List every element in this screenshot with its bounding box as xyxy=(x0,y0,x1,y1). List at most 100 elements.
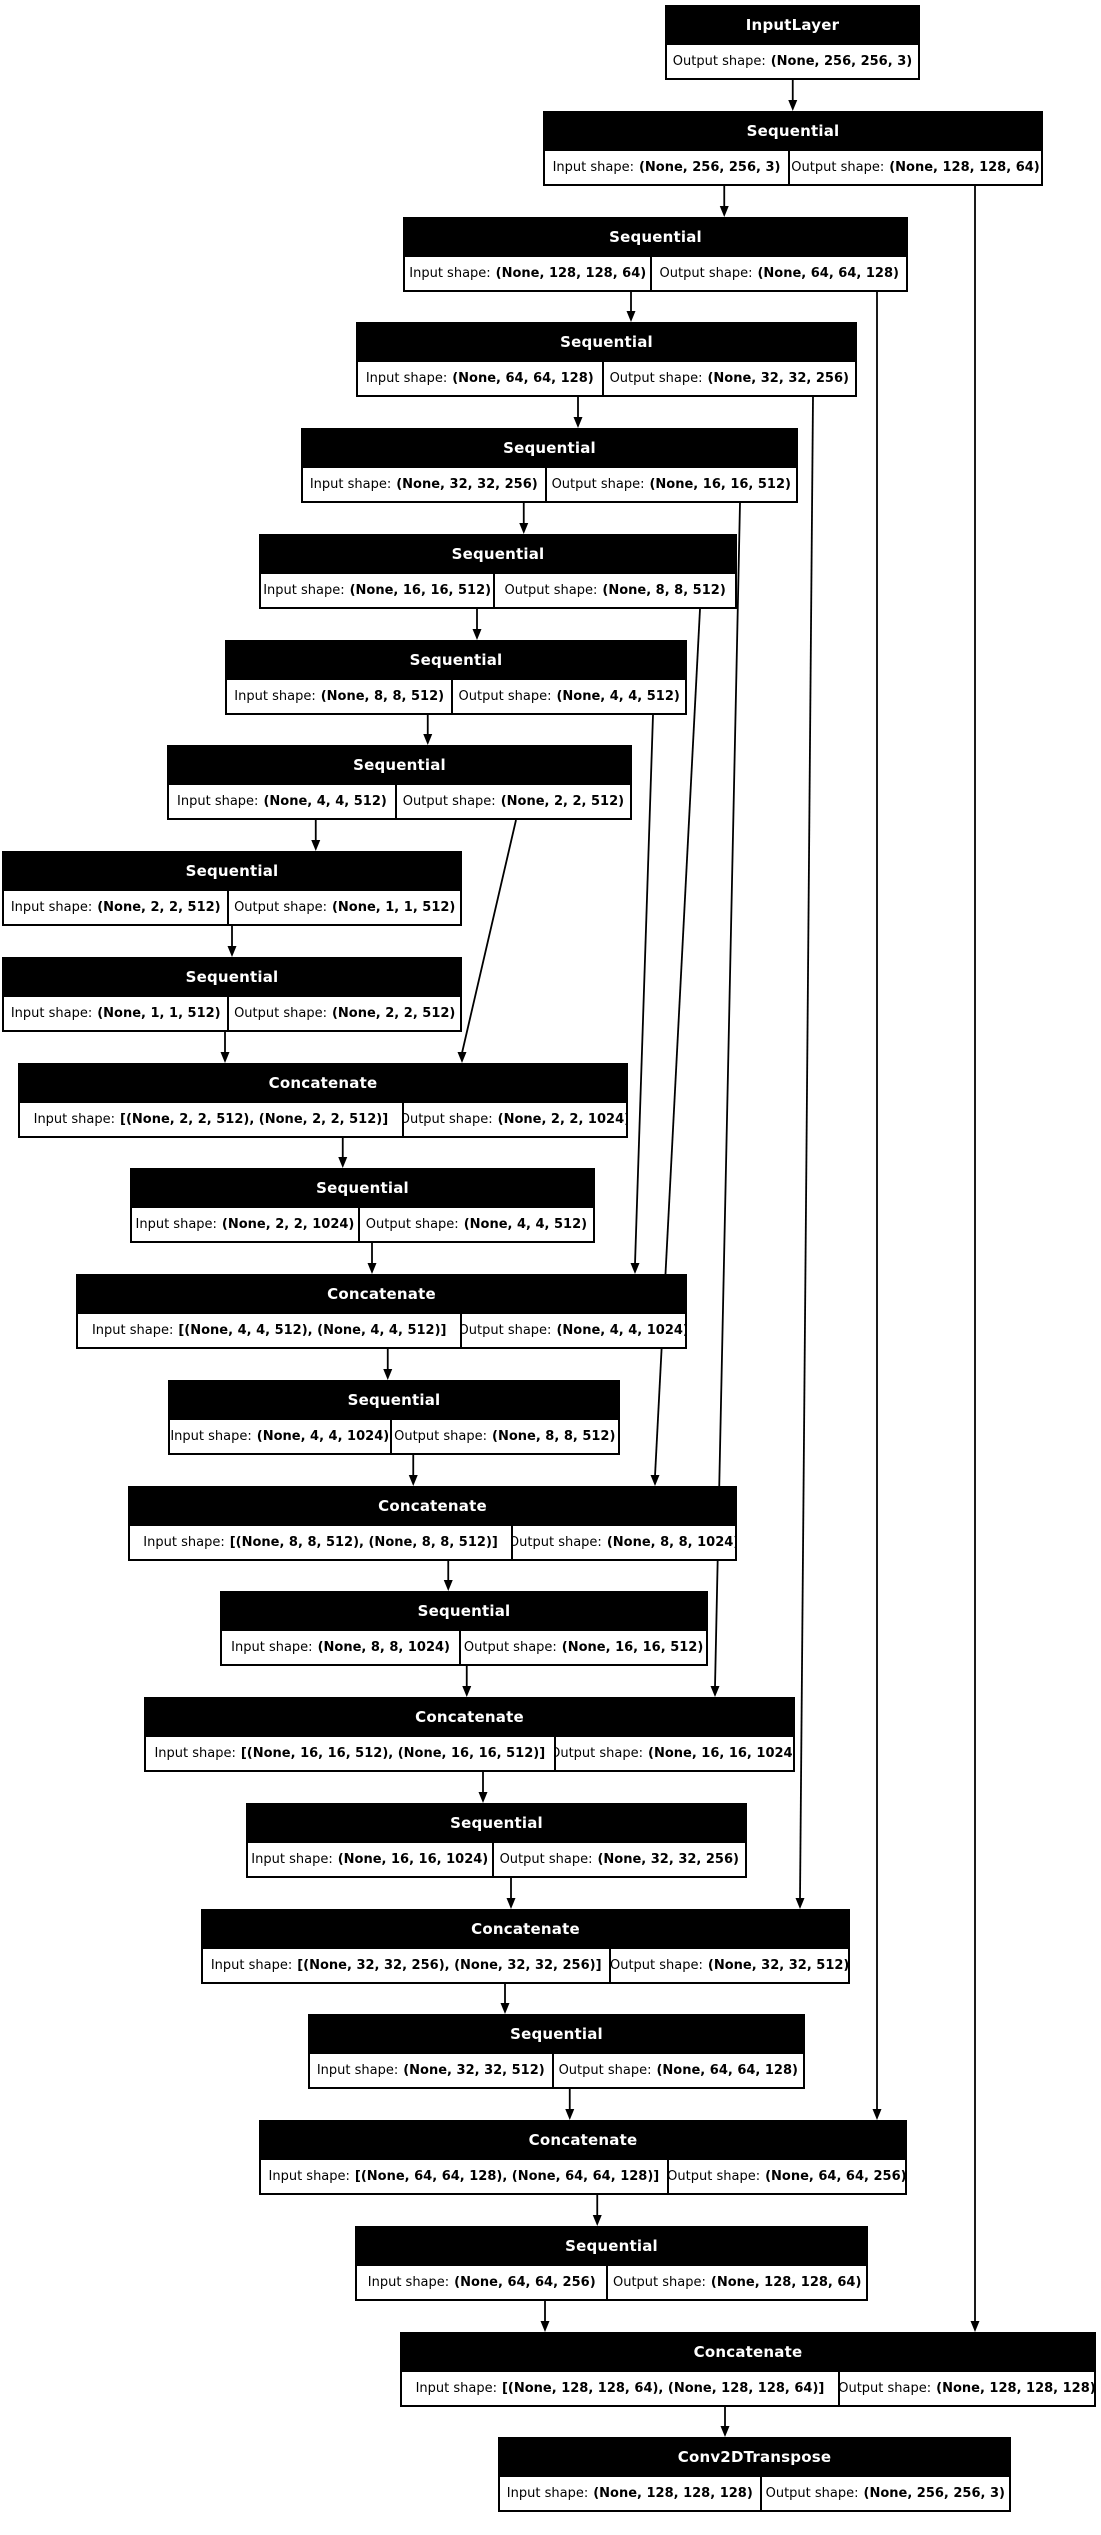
layer-shapes-row: Input shape: (None, 8, 8, 512) Output sh… xyxy=(227,678,685,713)
edge-main-7-8-arrowhead xyxy=(423,734,433,745)
input-shape-cell: Input shape: [(None, 16, 16, 512), (None… xyxy=(146,1737,554,1770)
layer-node-concatenate-23: Concatenate Input shape: [(None, 128, 12… xyxy=(400,2332,1096,2407)
output-shape-prefix: Output shape: xyxy=(504,583,598,598)
layer-type-label: Concatenate xyxy=(268,1074,378,1092)
edge-main-13-14-arrowhead xyxy=(383,1369,393,1380)
output-shape-cell: Output shape: (None, 8, 8, 512) xyxy=(493,574,735,607)
layer-shapes-row: Input shape: (None, 4, 4, 512) Output sh… xyxy=(169,783,630,818)
layer-shapes-row: Input shape: (None, 128, 128, 64) Output… xyxy=(405,255,906,290)
edge-skip-5-17-arrowhead xyxy=(710,1686,720,1697)
output-shape-cell: Output shape: (None, 128, 128, 64) xyxy=(788,151,1041,184)
input-shape-cell: Input shape: (None, 32, 32, 512) xyxy=(310,2054,552,2087)
input-shape-value: (None, 64, 64, 128) xyxy=(452,371,594,386)
layer-type-label: Sequential xyxy=(185,968,279,986)
input-shape-cell: Input shape: (None, 16, 16, 512) xyxy=(261,574,494,607)
input-shape-value: (None, 64, 64, 256) xyxy=(454,2275,596,2290)
output-shape-prefix: Output shape: xyxy=(659,266,753,281)
input-shape-cell: Input shape: (None, 128, 128, 128) xyxy=(500,2477,760,2510)
edge-main-4-5-arrowhead xyxy=(573,417,583,428)
edge-skip-7-13 xyxy=(634,714,654,1265)
edge-main-17-18-arrowhead xyxy=(478,1792,488,1803)
input-shape-prefix: Input shape: xyxy=(263,583,345,598)
output-shape-prefix: Output shape: xyxy=(791,160,885,175)
layer-node-sequential-8: Sequential Input shape: (None, 4, 4, 512… xyxy=(167,745,632,820)
output-shape-value: (None, 128, 128, 128) xyxy=(936,2381,1094,2396)
output-shape-prefix: Output shape: xyxy=(463,1640,557,1655)
input-shape-value: (None, 2, 2, 1024) xyxy=(221,1217,355,1232)
input-shape-prefix: Input shape: xyxy=(10,900,93,915)
layer-shapes-row: Input shape: [(None, 8, 8, 512), (None, … xyxy=(130,1524,735,1559)
output-shape-value: (None, 128, 128, 64) xyxy=(889,160,1040,175)
layer-shapes-row: Input shape: (None, 32, 32, 512) Output … xyxy=(310,2052,803,2087)
layer-node-sequential-20: Sequential Input shape: (None, 32, 32, 5… xyxy=(308,2014,805,2089)
output-shape-cell: Output shape: (None, 2, 2, 512) xyxy=(227,997,460,1030)
output-shape-prefix: Output shape: xyxy=(234,900,327,915)
input-shape-prefix: Input shape: xyxy=(210,1958,293,1973)
edge-skip-8-11 xyxy=(461,819,517,1054)
layer-node-sequential-3: Sequential Input shape: (None, 128, 128,… xyxy=(403,217,908,292)
layer-shapes-row: Input shape: (None, 2, 2, 512) Output sh… xyxy=(4,889,460,924)
layer-shapes-row: Input shape: [(None, 32, 32, 256), (None… xyxy=(203,1947,848,1982)
layer-node-inputlayer-1: InputLayer Output shape: (None, 256, 256… xyxy=(665,5,920,80)
input-shape-value: (None, 256, 256, 3) xyxy=(638,160,781,175)
input-shape-prefix: Input shape: xyxy=(316,2063,399,2078)
layer-type-label: Sequential xyxy=(185,862,279,880)
output-shape-value: (None, 4, 4, 512) xyxy=(463,1217,588,1232)
edge-main-21-22-arrowhead xyxy=(592,2215,602,2226)
output-shape-prefix: Output shape: xyxy=(511,1535,602,1550)
layer-type-label: Sequential xyxy=(347,1391,441,1409)
input-shape-value: (None, 16, 16, 1024) xyxy=(337,1852,489,1867)
output-shape-value: (None, 32, 32, 256) xyxy=(707,371,849,386)
output-shape-cell: Output shape: (None, 16, 16, 512) xyxy=(459,1631,706,1664)
layer-node-sequential-18: Sequential Input shape: (None, 16, 16, 1… xyxy=(246,1803,747,1878)
output-shape-prefix: Output shape: xyxy=(558,2063,652,2078)
output-shape-prefix: Output shape: xyxy=(551,477,645,492)
input-shape-prefix: Input shape: xyxy=(309,477,392,492)
edge-skip-2-23-arrowhead xyxy=(970,2321,980,2332)
output-shape-cell: Output shape: (None, 16, 16, 512) xyxy=(544,468,796,501)
input-shape-prefix: Input shape: xyxy=(143,1535,225,1550)
input-shape-prefix: Input shape: xyxy=(506,2486,589,2501)
layer-shapes-row: Input shape: (None, 128, 128, 128) Outpu… xyxy=(500,2475,1009,2510)
input-shape-value: (None, 32, 32, 256) xyxy=(396,477,538,492)
input-shape-cell: Input shape: (None, 2, 2, 1024) xyxy=(132,1208,358,1241)
input-shape-prefix: Input shape: xyxy=(234,689,316,704)
output-shape-value: (None, 256, 256, 3) xyxy=(770,54,913,69)
layer-type-label: Concatenate xyxy=(327,1285,436,1303)
output-shape-cell: Output shape: (None, 64, 64, 256) xyxy=(666,2160,905,2193)
layer-type-label: Sequential xyxy=(609,228,702,246)
layer-shapes-row: Input shape: (None, 16, 16, 512) Output … xyxy=(261,572,735,607)
layer-shapes-row: Input shape: [(None, 16, 16, 512), (None… xyxy=(146,1735,793,1770)
edge-skip-4-19-arrowhead xyxy=(795,1898,805,1909)
output-shape-cell: Output shape: (None, 32, 32, 256) xyxy=(601,362,855,395)
input-shape-value: (None, 128, 128, 64) xyxy=(495,266,647,281)
output-shape-cell: Output shape: (None, 64, 64, 128) xyxy=(551,2054,803,2087)
edge-main-18-19-arrowhead xyxy=(506,1898,516,1909)
layer-node-conv2dtranspose-24: Conv2DTranspose Input shape: (None, 128,… xyxy=(498,2437,1011,2512)
output-shape-prefix: Output shape: xyxy=(765,2486,859,2501)
edge-main-6-7-arrowhead xyxy=(472,629,482,640)
edge-main-10-11-arrowhead xyxy=(220,1052,230,1063)
input-shape-cell: Input shape: (None, 32, 32, 256) xyxy=(303,468,545,501)
output-shape-prefix: Output shape: xyxy=(672,54,766,69)
output-shape-value: (None, 16, 16, 1024) xyxy=(648,1746,793,1761)
layer-node-concatenate-21: Concatenate Input shape: [(None, 64, 64,… xyxy=(259,2120,907,2195)
input-shape-cell: Input shape: (None, 128, 128, 64) xyxy=(405,257,651,290)
layer-type-label: Sequential xyxy=(565,2237,658,2255)
input-shape-cell: Input shape: (None, 8, 8, 1024) xyxy=(222,1631,460,1664)
layer-shapes-row: Input shape: (None, 16, 16, 1024) Output… xyxy=(248,1841,745,1876)
input-shape-value: (None, 4, 4, 512) xyxy=(263,794,387,809)
input-shape-prefix: Input shape: xyxy=(552,160,634,175)
output-shape-value: (None, 2, 2, 512) xyxy=(500,794,625,809)
output-shape-value: (None, 8, 8, 512) xyxy=(602,583,726,598)
edge-main-3-4-arrowhead xyxy=(626,311,636,322)
output-shape-prefix: Output shape: xyxy=(394,1429,488,1444)
input-shape-prefix: Input shape: xyxy=(154,1746,236,1761)
layer-type-label: Sequential xyxy=(409,651,503,669)
input-shape-value: (None, 128, 128, 128) xyxy=(593,2486,753,2501)
edge-main-15-16-arrowhead xyxy=(443,1580,453,1591)
layer-node-concatenate-17: Concatenate Input shape: [(None, 16, 16,… xyxy=(144,1697,795,1772)
layer-type-label: Sequential xyxy=(316,1179,409,1197)
